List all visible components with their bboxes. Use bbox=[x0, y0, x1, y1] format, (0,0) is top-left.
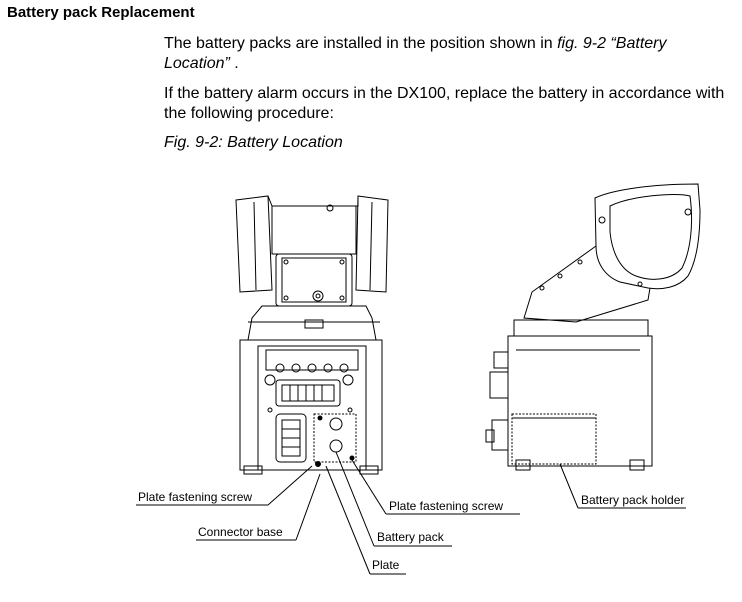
callout-plate-fastening-screw-right: Plate fastening screw bbox=[389, 499, 504, 513]
callout-leaders bbox=[136, 451, 686, 575]
intro-text-end: . bbox=[229, 55, 239, 72]
callout-battery-pack-holder: Battery pack holder bbox=[581, 493, 685, 507]
front-view-robot bbox=[235, 195, 389, 475]
callout-plate-fastening-screw-left: Plate fastening screw bbox=[138, 490, 253, 504]
callout-plate: Plate bbox=[372, 558, 400, 572]
figure-caption: Fig. 9-2: Battery Location bbox=[164, 134, 343, 151]
intro-text: The battery packs are installed in the p… bbox=[164, 35, 558, 52]
callout-battery-pack: Battery pack bbox=[377, 530, 444, 544]
section-heading: Battery pack Replacement bbox=[7, 4, 195, 21]
side-view-robot bbox=[485, 183, 701, 471]
intro-paragraph-1: The battery packs are installed in the p… bbox=[164, 34, 734, 74]
figure-reference-link[interactable]: fig. 9-2 “Battery Location” bbox=[164, 35, 667, 72]
intro-paragraph-2: If the battery alarm occurs in the DX100… bbox=[164, 85, 725, 122]
callout-connector-base: Connector base bbox=[198, 525, 283, 539]
